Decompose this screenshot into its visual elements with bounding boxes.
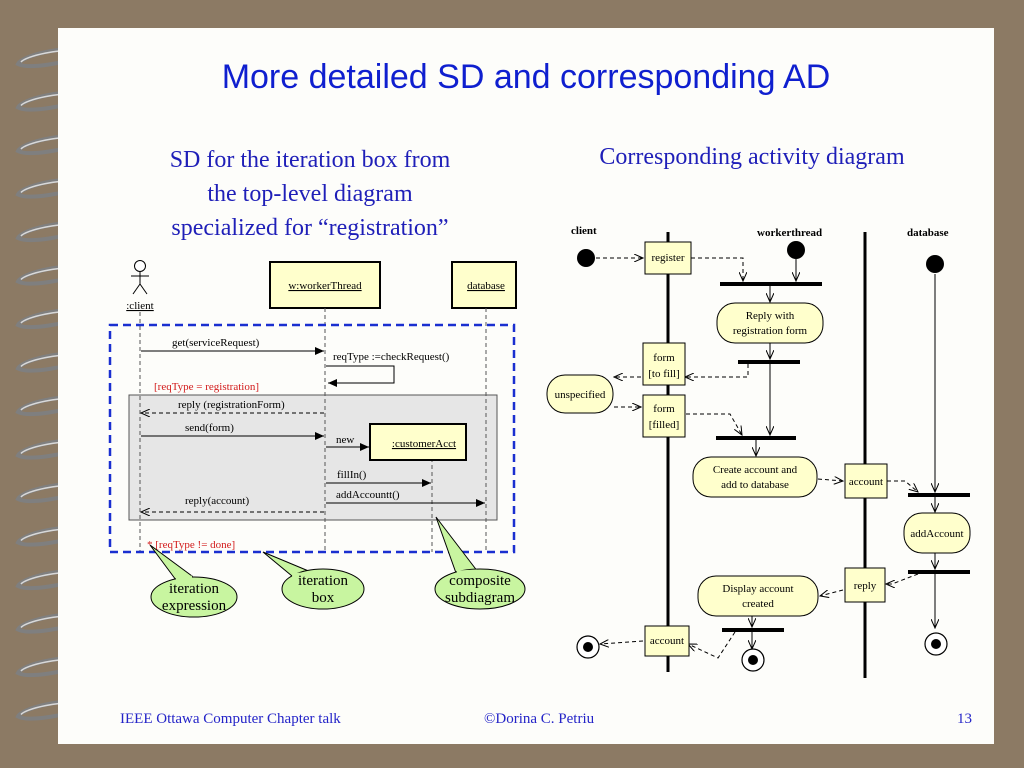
activity-display-account (697, 575, 819, 617)
guard-label: [reqType = registration] (154, 381, 259, 393)
customer-lifeline-label: :customerAcct (392, 438, 456, 450)
activity-create-account-text: Create account and (713, 464, 798, 476)
message-fillin-label: fillIn() (337, 469, 367, 481)
object-account-mid-text: account (849, 476, 883, 488)
activity-reply-with-text: Reply with (746, 310, 795, 322)
database-lifeline-box (451, 261, 517, 309)
slide-title: More detailed SD and corresponding AD (221, 58, 831, 96)
activity-display-account-text: created (742, 598, 774, 610)
customer-lifeline-box (369, 423, 467, 461)
object-reply (844, 567, 886, 603)
right-heading: Corresponding activity diagram (599, 144, 905, 170)
message-new-label: new (336, 434, 354, 446)
left-heading-line: the top-level diagram (207, 181, 413, 207)
left-heading: SD for the iteration box from the top-le… (120, 143, 500, 245)
edges (596, 258, 935, 659)
message-add-label: addAccountt() (336, 489, 400, 501)
object-account-mid (844, 463, 888, 499)
object-account-bottom-text: account (650, 635, 684, 647)
initial-node-client (577, 249, 595, 267)
fork-bar-3 (716, 436, 796, 440)
left-heading-line: specialized for “registration” (171, 215, 449, 241)
message-check-arrow (326, 365, 395, 387)
object-register (644, 241, 692, 275)
activity-create-account (692, 456, 818, 498)
iteration-expression-label: * [reqType != done] (147, 539, 235, 551)
callout-text: iteration (298, 573, 348, 589)
message-check-label: reqType :=checkRequest() (333, 351, 450, 363)
initial-node-worker (787, 241, 805, 259)
initial-node-database (926, 255, 944, 273)
swimlane-database-label: database (907, 227, 949, 239)
worker-lifeline-label: w:workerThread (288, 280, 362, 292)
worker-lifeline-box (269, 261, 381, 309)
activity-reply-with (716, 302, 824, 344)
object-form-fill-text: form (653, 352, 675, 364)
slide-page (58, 28, 994, 744)
footer-center: ©Dorina C. Petriu (484, 711, 595, 727)
fork-bar-4 (908, 493, 970, 497)
activity-unspecified (546, 374, 614, 414)
callout-text: box (312, 590, 335, 606)
activity-add-account (903, 512, 971, 554)
fork-bar-6 (722, 628, 784, 632)
message-send-label: send(form) (185, 422, 234, 434)
left-heading-line: SD for the iteration box from (169, 147, 451, 173)
object-register-text: register (652, 252, 685, 264)
callout-text: composite (449, 573, 511, 589)
footer-left: IEEE Ottawa Computer Chapter talk (120, 711, 341, 727)
object-reply-text: reply (854, 580, 877, 592)
swimlane-client-label: client (571, 225, 597, 237)
swimlane-worker-label: workerthread (757, 227, 822, 239)
client-actor-icon (131, 260, 149, 295)
message-reply-account-label: reply(account) (185, 495, 249, 507)
database-lifeline-label: database (467, 280, 505, 292)
callout-iteration-expression: iteration expression (149, 544, 238, 618)
object-form-filled (642, 394, 686, 438)
activity-add-account-text: addAccount (910, 528, 963, 540)
callout-text: expression (162, 598, 227, 614)
fork-bar-1 (720, 282, 822, 286)
fork-bar-2 (738, 360, 800, 364)
callout-iteration-box: iteration box (262, 551, 365, 610)
activity-reply-with-text: registration form (733, 325, 808, 337)
object-account-bottom (644, 625, 690, 657)
iteration-box (108, 323, 516, 554)
object-form-fill (642, 342, 686, 386)
callout-text: subdiagram (445, 590, 515, 606)
callout-composite-subdiagram: composite subdiagram (434, 516, 526, 610)
message-reply-form-label: reply (registrationForm) (178, 399, 285, 411)
final-node-database (924, 632, 948, 656)
final-node-worker (741, 648, 765, 672)
final-node-client (576, 635, 600, 659)
activity-unspecified-text: unspecified (555, 389, 606, 401)
activity-display-account-text: Display account (722, 583, 793, 595)
object-form-filled-text: form (653, 403, 675, 415)
object-form-fill-text: [to fill] (648, 368, 679, 380)
fork-bar-5 (908, 570, 970, 574)
page-number: 13 (957, 711, 972, 727)
activity-create-account-text: add to database (721, 479, 789, 491)
client-lifeline-label: :client (126, 300, 154, 312)
message-get-label: get(serviceRequest) (172, 337, 260, 349)
callout-text: iteration (169, 581, 219, 597)
object-form-filled-text: [filled] (649, 419, 680, 431)
